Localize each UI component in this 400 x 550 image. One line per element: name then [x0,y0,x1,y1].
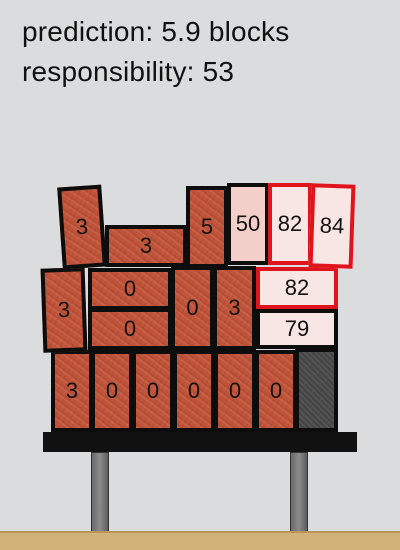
block-top-4[interactable]: 50 [227,183,269,265]
table-leg-right [290,452,308,532]
block-middle-2[interactable]: 0 [88,268,172,310]
block-top-3[interactable]: 5 [186,186,228,268]
block-bottom-1[interactable]: 3 [51,350,93,432]
responsibility-text: responsibility: 53 [22,56,235,87]
block-middle-1[interactable]: 3 [40,267,88,353]
floor [0,531,400,550]
block-bottom-gray[interactable] [295,348,338,432]
prediction-text: prediction: 5.9 blocks [22,16,290,47]
block-middle-6[interactable]: 82 [256,267,338,309]
block-bottom-2[interactable]: 0 [91,350,133,432]
block-bottom-3[interactable]: 0 [132,350,174,432]
table-top [43,432,357,452]
table-leg-left [91,452,109,532]
block-top-6[interactable]: 84 [308,183,356,269]
block-middle-4[interactable]: 0 [171,266,214,350]
block-bottom-5[interactable]: 0 [214,350,256,432]
block-middle-7[interactable]: 79 [256,309,338,349]
block-top-1[interactable]: 3 [57,184,107,270]
block-bottom-6[interactable]: 0 [255,350,297,432]
block-top-5[interactable]: 82 [268,183,312,265]
block-middle-3[interactable]: 0 [88,308,172,350]
block-bottom-4[interactable]: 0 [173,350,215,432]
block-top-2[interactable]: 3 [105,225,187,267]
block-middle-5[interactable]: 3 [213,266,256,350]
